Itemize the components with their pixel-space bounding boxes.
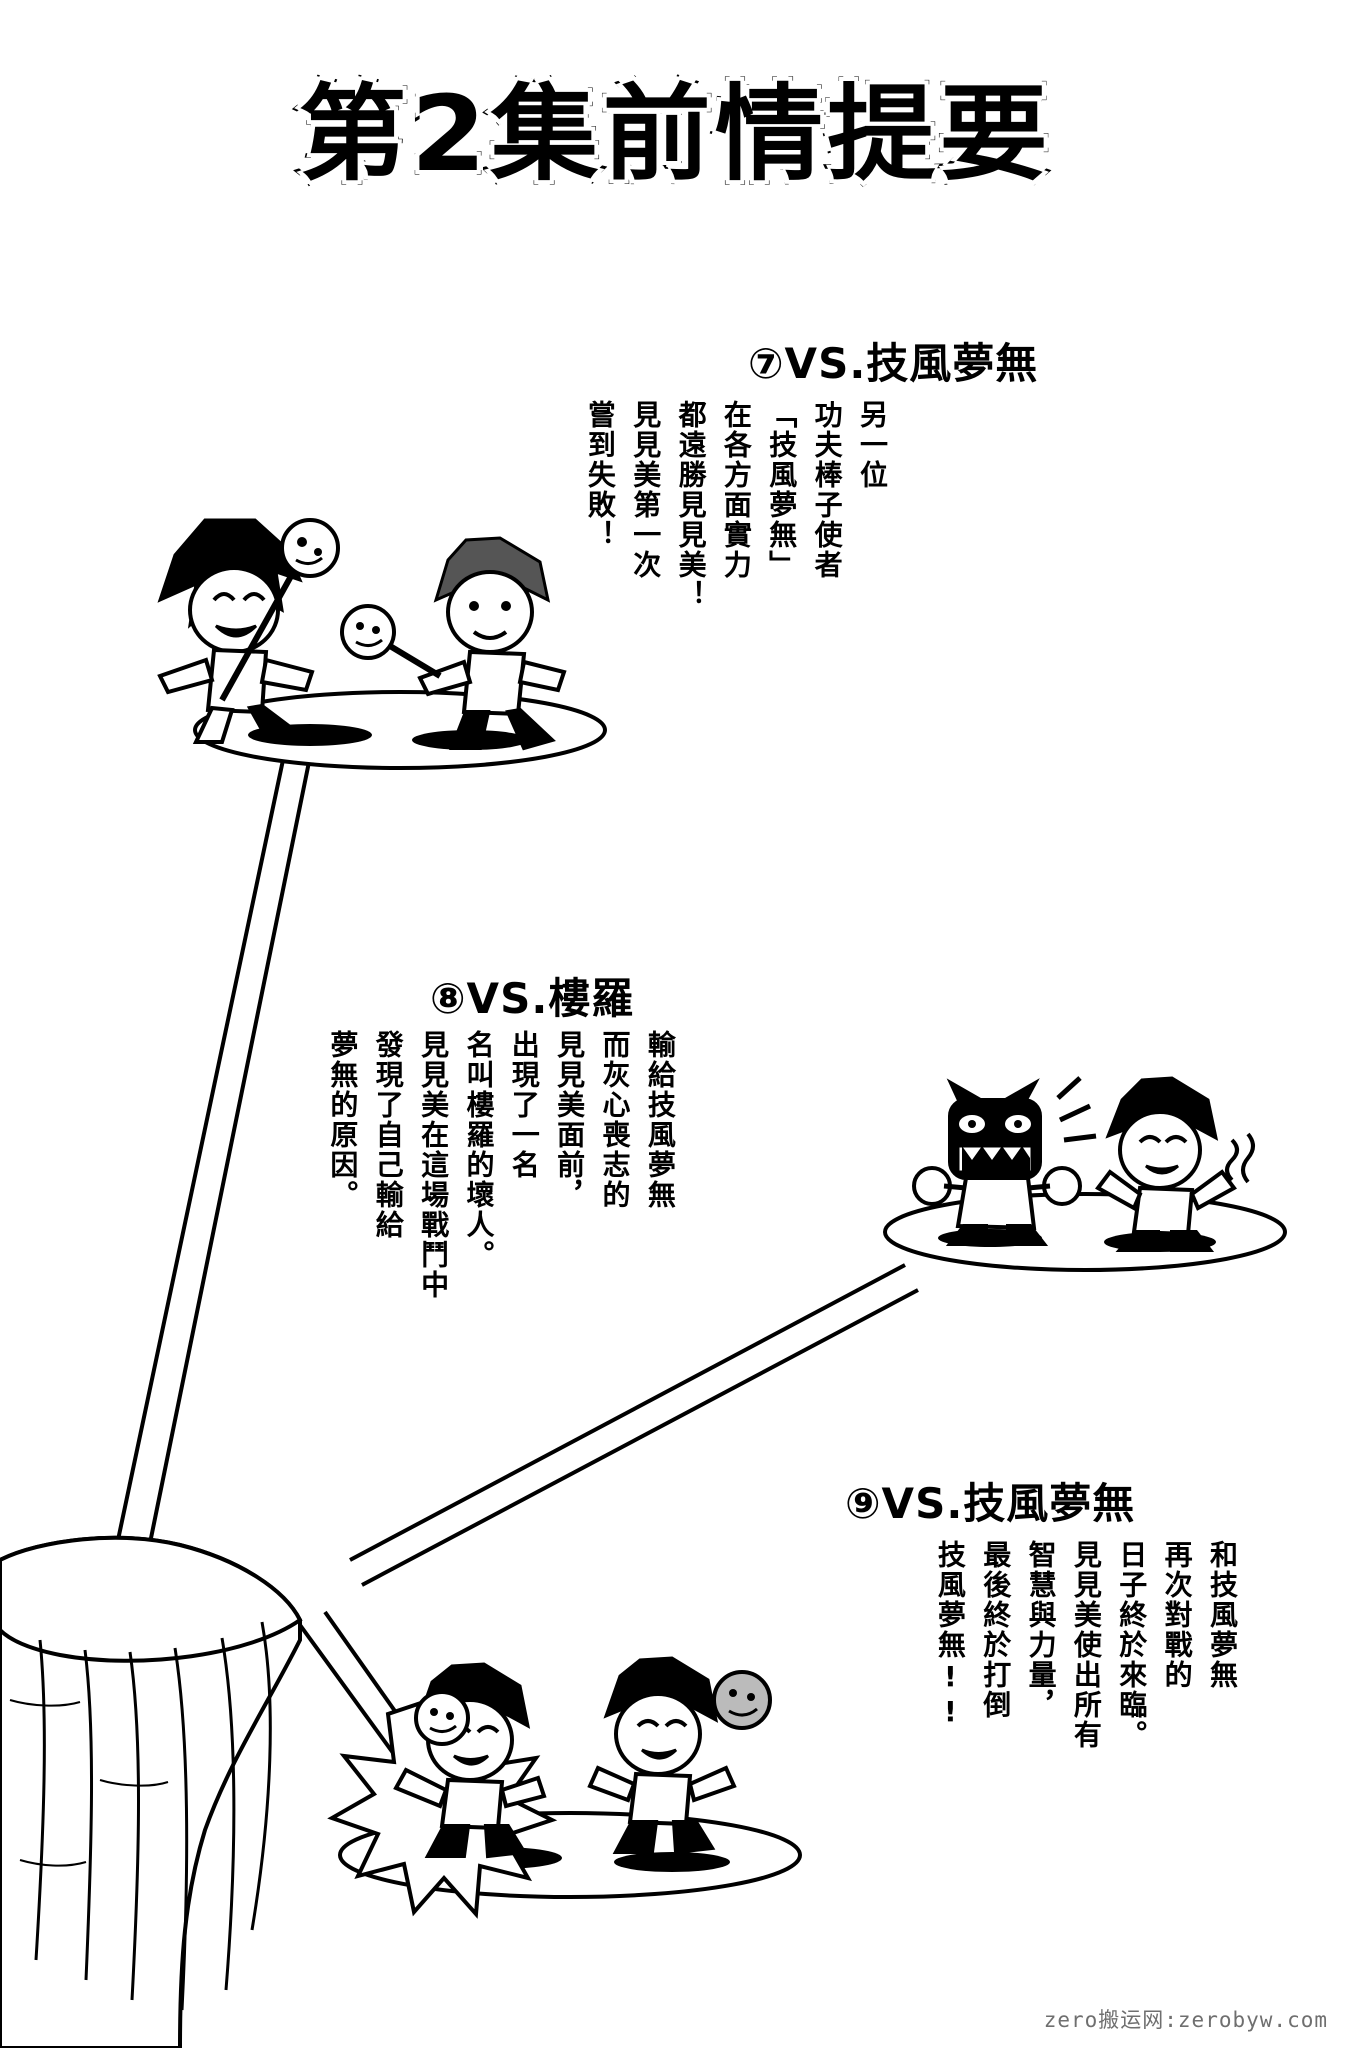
section-9-line-7: 技風夢無!!	[933, 1540, 967, 1730]
section-8-line-6: 見見美在這場戰鬥中	[417, 1030, 451, 1300]
section-9-line-4: 見見美使出所有	[1069, 1540, 1103, 1750]
section-7-line-6: 見見美第一次	[629, 400, 663, 580]
page-title-text: 第2集前情提要	[294, 73, 1053, 195]
section-8-line-3: 見見美面前，	[553, 1030, 587, 1210]
section-heading-8: ⑧VS.樓羅	[430, 974, 635, 1023]
section-heading-7: ⑦VS.技風夢無	[748, 339, 1039, 388]
section-body-9: 和技風夢無 再次對戰的 日子終於來臨。 見見美使出所有 智慧與力量， 最後終於打…	[927, 1540, 1245, 1840]
section-7-line-7: 嘗到失敗！	[583, 400, 617, 550]
section-8-line-8: 夢無的原因。	[326, 1030, 360, 1210]
section-9-line-6: 最後終於打倒	[979, 1540, 1013, 1720]
section-7-line-4: 在各方面實力	[719, 400, 753, 580]
section-9-line-2: 再次對戰的	[1160, 1540, 1194, 1690]
section-8-line-4: 出現了一名	[507, 1030, 541, 1180]
watermark: zero搬运网:zerobyw.com	[1043, 2008, 1328, 2032]
character-rora-monster	[912, 1076, 1097, 1246]
section-7-line-1: 另一位	[856, 400, 889, 490]
character-pair-bottom	[327, 1656, 772, 1919]
character-mimi-top	[157, 518, 340, 744]
section-8-line-7: 發現了自己輸給	[371, 1030, 405, 1240]
section-8-line-5: 名叫樓羅的壞人。	[462, 1030, 496, 1270]
section-7-line-5: 都遠勝見見美！	[674, 400, 708, 610]
section-body-7: 另一位 功夫棒子使者 「技風夢無」 在各方面實力 都遠勝見見美！ 見見美第一次 …	[577, 400, 895, 700]
section-7-line-3: 「技風夢無」	[765, 400, 799, 580]
section-9-line-5: 智慧與力量，	[1024, 1540, 1058, 1720]
page-title: 第2集前情提要	[0, 73, 1350, 195]
character-mimi-middle	[1095, 1076, 1255, 1252]
section-9-line-1: 和技風夢無	[1206, 1540, 1239, 1690]
section-8-line-1: 輸給技風夢無	[643, 1030, 677, 1210]
section-9-line-3: 日子終於來臨。	[1115, 1540, 1149, 1750]
character-gifumumu-top	[340, 536, 567, 751]
section-8-line-2: 而灰心喪志的	[598, 1030, 632, 1210]
section-body-8: 輸給技風夢無 而灰心喪志的 見見美面前， 出現了一名 名叫樓羅的壞人。 見見美在…	[320, 1030, 683, 1410]
section-7-line-2: 功夫棒子使者	[810, 400, 844, 580]
section-heading-9: ⑨VS.技風夢無	[845, 1479, 1136, 1528]
